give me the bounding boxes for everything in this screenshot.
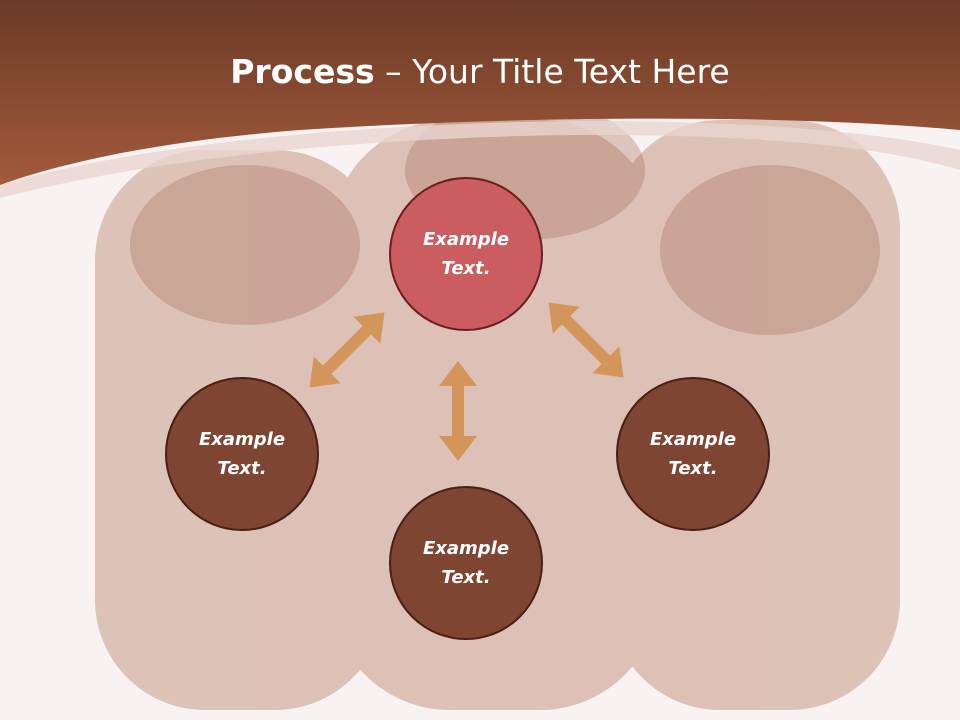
title-bold: Process xyxy=(230,52,375,91)
node-label: Example Text. xyxy=(198,429,286,479)
process-node-left: Example Text. xyxy=(165,377,319,531)
process-node-top: Example Text. xyxy=(389,177,543,331)
node-label: Example Text. xyxy=(422,229,510,279)
node-label: Example Text. xyxy=(422,538,510,588)
header-wave xyxy=(0,121,960,198)
process-node-bottom: Example Text. xyxy=(389,486,543,640)
process-node-right: Example Text. xyxy=(616,377,770,531)
slide-title: Process – Your Title Text Here xyxy=(0,52,960,91)
title-rest: – Your Title Text Here xyxy=(374,52,730,91)
header-band xyxy=(0,0,960,185)
node-label: Example Text. xyxy=(649,429,737,479)
